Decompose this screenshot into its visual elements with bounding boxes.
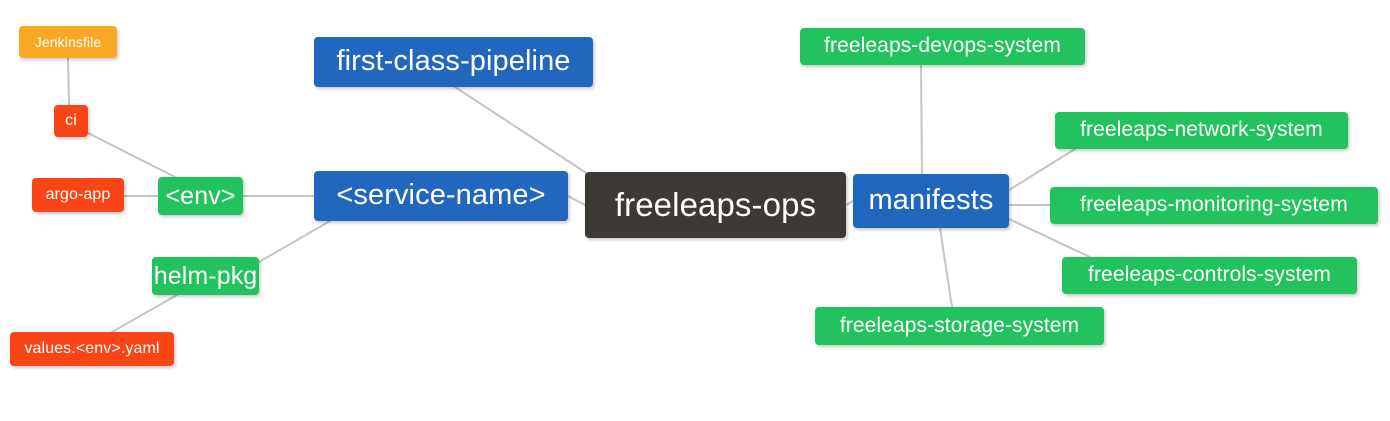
edge-manifests-to-freeleaps-devops-system bbox=[920, 64, 923, 175]
edge-ci-to-jenkinsfile bbox=[67, 57, 70, 106]
node-helm-pkg[interactable]: helm-pkg bbox=[152, 257, 259, 295]
node-label-helm-pkg: helm-pkg bbox=[153, 261, 258, 290]
node-label-ci: ci bbox=[65, 111, 77, 129]
node-label-freeleaps-devops-system: freeleaps-devops-system bbox=[824, 34, 1061, 58]
node-label-manifests: manifests bbox=[868, 184, 994, 217]
node-label-freeleaps-controls-system: freeleaps-controls-system bbox=[1088, 263, 1331, 287]
node-first-class-pipeline[interactable]: first-class-pipeline bbox=[314, 37, 593, 87]
node-label-first-class-pipeline: first-class-pipeline bbox=[336, 45, 571, 78]
node-service-name[interactable]: <service-name> bbox=[314, 171, 568, 221]
node-ci[interactable]: ci bbox=[54, 105, 88, 137]
edge-manifests-to-freeleaps-network-system bbox=[1008, 148, 1076, 191]
edge-freeleaps-ops-to-first-class-pipeline bbox=[454, 86, 598, 181]
node-label-env: <env> bbox=[165, 181, 236, 210]
node-freeleaps-storage-system[interactable]: freeleaps-storage-system bbox=[815, 307, 1104, 345]
edge-env-to-ci bbox=[87, 132, 176, 178]
node-label-freeleaps-network-system: freeleaps-network-system bbox=[1080, 118, 1323, 142]
edge-service-name-to-helm-pkg bbox=[258, 220, 331, 263]
node-env[interactable]: <env> bbox=[158, 177, 243, 215]
edge-freeleaps-ops-to-manifests bbox=[845, 200, 854, 206]
node-label-service-name: <service-name> bbox=[336, 179, 546, 212]
node-jenkinsfile[interactable]: Jenkinsfile bbox=[19, 26, 117, 58]
node-freeleaps-devops-system[interactable]: freeleaps-devops-system bbox=[800, 28, 1085, 65]
node-values-env-yaml[interactable]: values.<env>.yaml bbox=[10, 332, 174, 366]
edge-manifests-to-freeleaps-controls-system bbox=[1008, 218, 1091, 258]
node-freeleaps-monitoring-system[interactable]: freeleaps-monitoring-system bbox=[1050, 187, 1378, 224]
node-label-freeleaps-ops: freeleaps-ops bbox=[614, 186, 817, 224]
node-freeleaps-controls-system[interactable]: freeleaps-controls-system bbox=[1062, 257, 1357, 294]
node-label-freeleaps-storage-system: freeleaps-storage-system bbox=[839, 313, 1080, 337]
edge-helm-pkg-to-values-env-yaml bbox=[111, 294, 178, 333]
node-label-freeleaps-monitoring-system: freeleaps-monitoring-system bbox=[1080, 193, 1348, 217]
node-label-values-env-yaml: values.<env>.yaml bbox=[24, 339, 160, 357]
node-freeleaps-network-system[interactable]: freeleaps-network-system bbox=[1055, 112, 1348, 149]
edge-freeleaps-ops-to-service-name bbox=[567, 195, 586, 206]
node-manifests[interactable]: manifests bbox=[853, 174, 1009, 228]
node-label-jenkinsfile: Jenkinsfile bbox=[34, 33, 102, 50]
edge-manifests-to-freeleaps-storage-system bbox=[939, 227, 953, 308]
node-argo-app[interactable]: argo-app bbox=[32, 178, 124, 212]
node-label-argo-app: argo-app bbox=[45, 185, 111, 203]
node-freeleaps-ops[interactable]: freeleaps-ops bbox=[585, 172, 846, 238]
